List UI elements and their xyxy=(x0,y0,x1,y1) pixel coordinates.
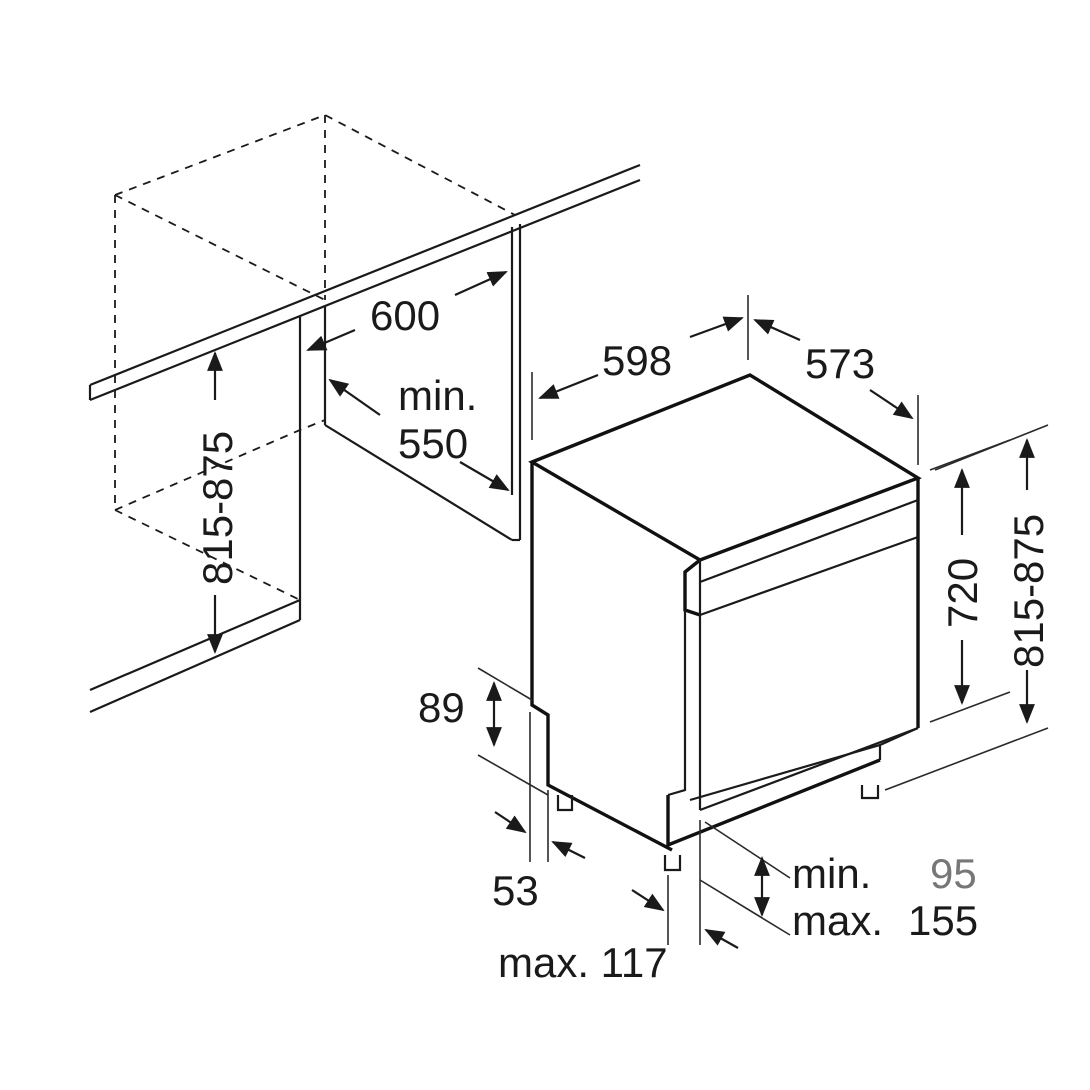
left-cabinet-side xyxy=(89,305,327,714)
appliance-depth-label: 573 xyxy=(805,340,875,387)
dishwasher-body xyxy=(528,373,922,872)
door-overhang-label: max. 117 xyxy=(498,939,668,986)
niche-width-label: 600 xyxy=(370,292,440,339)
niche-depth-dimension xyxy=(328,378,510,491)
door-overhang-dimension xyxy=(631,820,739,949)
plinth-max-value: 155 xyxy=(908,897,978,944)
cabinet-ghost-outline xyxy=(114,114,516,601)
plinth-min-label: min. xyxy=(792,850,871,897)
total-height-label: 815-875 xyxy=(1005,514,1052,668)
worktop xyxy=(88,163,641,402)
niche-depth-value-label: 550 xyxy=(398,420,468,467)
plinth-height-label: 89 xyxy=(418,684,465,731)
appliance-width-dimension xyxy=(531,295,749,440)
niche-width-dimension xyxy=(306,270,508,352)
plinth-range-dimension xyxy=(699,821,791,936)
total-height-dimension xyxy=(884,424,1049,791)
foot-setback-dimension xyxy=(494,712,586,862)
foot-setback-label: 53 xyxy=(492,867,539,914)
niche-depth-min-label: min. xyxy=(398,372,477,419)
appliance-depth-dimension xyxy=(753,318,919,465)
niche-height-label: 815-875 xyxy=(194,431,241,585)
body-height-label: 720 xyxy=(939,558,986,628)
plinth-min-value: 95 xyxy=(930,850,977,897)
right-cabinet-side xyxy=(324,224,522,542)
plinth-max-label: max. xyxy=(792,897,883,944)
plinth-height-dimension xyxy=(477,667,549,796)
appliance-width-label: 598 xyxy=(602,337,672,384)
